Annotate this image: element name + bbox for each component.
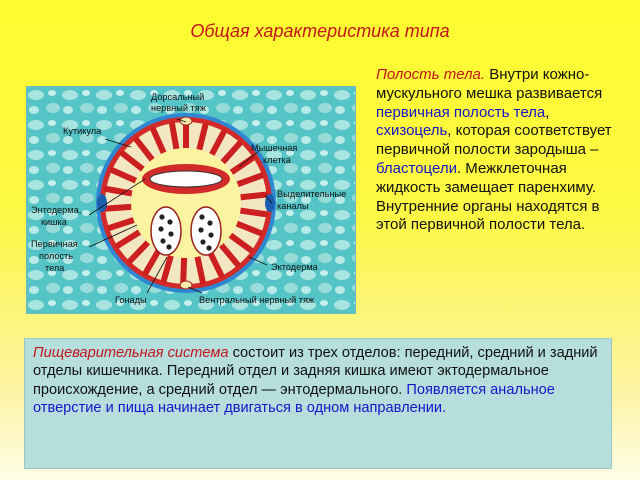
- label-cavity-2: полость: [39, 251, 73, 261]
- digestive-heading: Пищеварительная система: [33, 345, 229, 361]
- label-endoderm-1: Энтодерма,: [31, 205, 81, 215]
- body-cavity-text-3: , которая соответствует первичной полост…: [376, 122, 612, 159]
- label-endoderm-2: кишка: [41, 217, 68, 227]
- cross-section-figure: Дорсальный нервный тяж Кутикула Мышечная…: [26, 86, 356, 314]
- body-cavity-text: Полость тела. Внутри кожно-мускульного м…: [376, 66, 626, 235]
- digestive-system-panel: Пищеварительная система состоит из трех …: [24, 338, 612, 469]
- label-cavity-1: Первичная: [31, 239, 78, 249]
- digestive-text: состоит из трех отделов: передний, средн…: [33, 345, 598, 398]
- blastocoel-term: бластоцели: [376, 159, 457, 177]
- schizocoel-term: схизоцель: [376, 122, 448, 140]
- body-cavity-text-1: Внутри кожно-мускульного мешка развивает…: [376, 66, 603, 102]
- label-muscle-2: клетка: [263, 155, 292, 165]
- label-cavity-3: тела: [45, 263, 65, 273]
- body-cavity-heading: Полость тела.: [376, 66, 486, 83]
- anus-text: Появляется анальное отверстие и пища нач…: [33, 381, 555, 417]
- label-cuticle: Кутикула: [63, 126, 102, 136]
- label-gonads: Гонады: [115, 295, 147, 305]
- label-excretory-1: Выделительные: [277, 189, 346, 199]
- label-dorsal-1: Дорсальный: [151, 92, 204, 102]
- label-dorsal-2: нервный тяж: [151, 103, 207, 113]
- body-cross-section: [96, 113, 276, 293]
- primary-cavity-term: первичная полость тела: [376, 103, 546, 121]
- label-ventral: Вентральный нервный тяж: [199, 295, 315, 305]
- body-cavity-text-4: . Межклеточная жидкость замещает паренхи…: [376, 159, 600, 234]
- label-ectoderm: Эктодерма: [271, 262, 319, 272]
- label-excretory-2: каналы: [277, 201, 308, 211]
- body-cavity-text-2: ,: [545, 103, 550, 121]
- label-muscle-1: Мышечная: [251, 143, 297, 153]
- page-title: Общая характеристика типа: [190, 21, 450, 41]
- cross-section-illustration: Дорсальный нервный тяж Кутикула Мышечная…: [27, 87, 355, 313]
